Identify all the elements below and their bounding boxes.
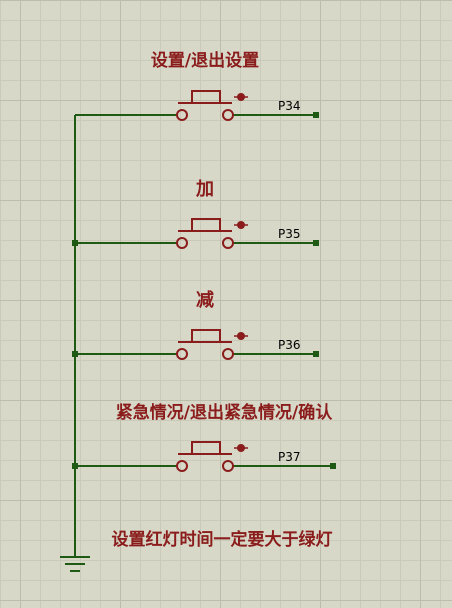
button-title-set: 设置/退出设置 — [151, 50, 259, 71]
pushbutton-p35 — [72, 218, 319, 249]
pin-label-p36: P36 — [278, 338, 301, 352]
pin-label-p37: P37 — [278, 450, 301, 464]
pin-label-p35: P35 — [278, 227, 301, 241]
button-title-decrease: 减 — [196, 289, 214, 311]
pin-label-p34: P34 — [278, 99, 301, 113]
ground-icon — [60, 556, 90, 572]
pushbutton-p37 — [72, 441, 336, 472]
button-title-emergency: 紧急情况/退出紧急情况/确认 — [116, 402, 333, 423]
timing-note: 设置红灯时间一定要大于绿灯 — [112, 529, 333, 550]
pushbutton-p36 — [72, 329, 319, 360]
pushbutton-p34 — [75, 90, 319, 121]
button-title-increase: 加 — [195, 179, 214, 200]
